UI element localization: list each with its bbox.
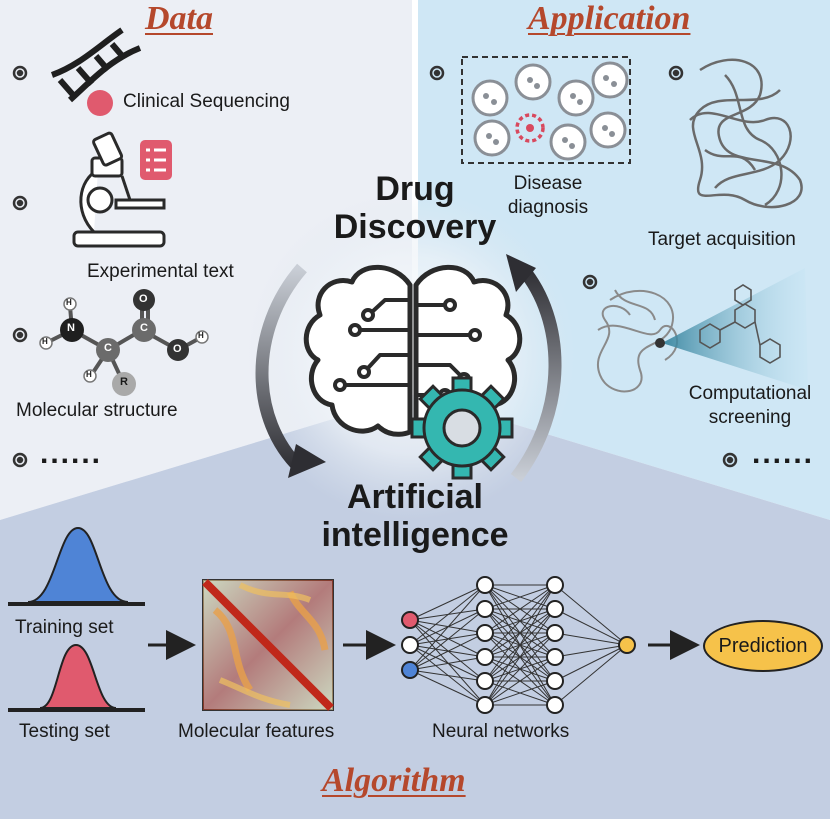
prediction-label: Prediction (718, 634, 808, 657)
nn-node-l0-2 (401, 661, 419, 679)
screening-line1: Computational (688, 383, 812, 404)
cycle-arrow-left (255, 263, 307, 473)
label-molecular-structure: Molecular structure (16, 400, 178, 421)
nn-edge (484, 632, 556, 706)
nn-edge (409, 584, 486, 646)
atom-n: N (67, 322, 75, 334)
ai-line1: Artificial (346, 478, 484, 516)
label-clinical-sequencing: Clinical Sequencing (123, 91, 290, 112)
nn-node-l2-3 (546, 648, 564, 666)
molecule-icon (39, 289, 209, 396)
nn-edge (554, 584, 628, 646)
nn-edge (484, 680, 556, 706)
nn-node-l0-0 (401, 611, 419, 629)
notes-icon (140, 140, 172, 180)
nn-edge (554, 608, 628, 646)
nn-edge (554, 644, 628, 658)
microscope-icon (72, 131, 166, 248)
label-experimental-text: Experimental text (87, 261, 234, 282)
nn-edge (484, 656, 556, 706)
nn-node-l1-0 (476, 576, 494, 594)
nn-edge (554, 644, 628, 682)
bullet-icons (12, 65, 738, 468)
prediction-badge: Prediction (703, 620, 823, 672)
nn-node-l1-1 (476, 600, 494, 618)
heatmap-icon (202, 579, 334, 711)
atom-c1: C (104, 342, 112, 354)
cells-icon (461, 56, 631, 164)
nn-node-l2-5 (546, 696, 564, 714)
drug-discovery-line2: Discovery (333, 208, 497, 246)
algorithm-region (0, 395, 830, 819)
disease-line1: Disease (513, 173, 583, 194)
atom-h4: H (198, 331, 204, 340)
atom-c2: C (140, 322, 148, 334)
atom-h1: H (66, 298, 72, 307)
label-molecular-features: Molecular features (178, 721, 335, 742)
label-training-set: Training set (15, 617, 114, 638)
atom-o1: O (139, 293, 148, 305)
screening-line2: screening (708, 407, 792, 428)
screening-beam (662, 268, 808, 390)
protein-icon (689, 58, 803, 209)
nn-edge (409, 669, 486, 682)
nn-node-l1-4 (476, 672, 494, 690)
ligand-site (655, 338, 665, 348)
nn-node-l0-1 (401, 636, 419, 654)
label-disease-diagnosis: Disease diagnosis (488, 172, 608, 220)
ai-title: Artificial intelligence (290, 478, 540, 554)
section-title-data: Data (145, 0, 213, 37)
drug-discovery-title: Drug Discovery (300, 170, 530, 246)
dna-icon (50, 27, 142, 103)
section-title-algorithm: Algorithm (322, 762, 466, 799)
nn-edge (554, 632, 628, 646)
nn-node-l3-0 (618, 636, 636, 654)
gear-icon (410, 376, 514, 480)
nn-edge (409, 608, 486, 671)
nn-edge (484, 584, 556, 610)
testing-curve-icon (8, 643, 145, 712)
neural-network-icon (401, 576, 636, 714)
label-target-acquisition: Target acquisition (648, 229, 796, 250)
nn-edge (409, 584, 486, 621)
nn-node-l2-1 (546, 600, 564, 618)
atom-h2: H (42, 337, 48, 346)
nn-edge (409, 584, 486, 671)
nn-edge (484, 608, 556, 706)
nn-node-l1-2 (476, 624, 494, 642)
atom-h3: H (86, 370, 92, 379)
disease-line2: diagnosis (507, 197, 589, 218)
nn-edge (409, 632, 486, 671)
data-more-ellipsis: ...... (40, 437, 103, 470)
label-neural-networks: Neural networks (432, 721, 570, 742)
nn-node-l2-2 (546, 624, 564, 642)
nn-edge (484, 584, 556, 658)
nn-edge (554, 644, 628, 706)
label-testing-set: Testing set (19, 721, 110, 742)
dna-marker (87, 90, 113, 116)
application-more-ellipsis: ...... (752, 437, 815, 470)
cycle-arrow-right (510, 263, 562, 482)
ligand-icon (699, 284, 781, 364)
nn-node-l1-3 (476, 648, 494, 666)
atom-r: R (120, 376, 128, 388)
nn-edge (409, 656, 486, 671)
label-computational-screening: Computational screening (680, 382, 820, 430)
atom-o2: O (173, 343, 182, 355)
training-curve-icon (8, 526, 145, 606)
nn-node-l1-5 (476, 696, 494, 714)
section-title-application: Application (528, 0, 691, 37)
nn-node-l2-0 (546, 576, 564, 594)
nn-edge (484, 584, 556, 706)
nn-node-l2-4 (546, 672, 564, 690)
ai-line2: intelligence (321, 516, 509, 554)
nn-edge (409, 669, 486, 706)
nn-edge (484, 584, 556, 682)
drug-discovery-line1: Drug (375, 170, 455, 208)
nn-edge (484, 584, 556, 634)
